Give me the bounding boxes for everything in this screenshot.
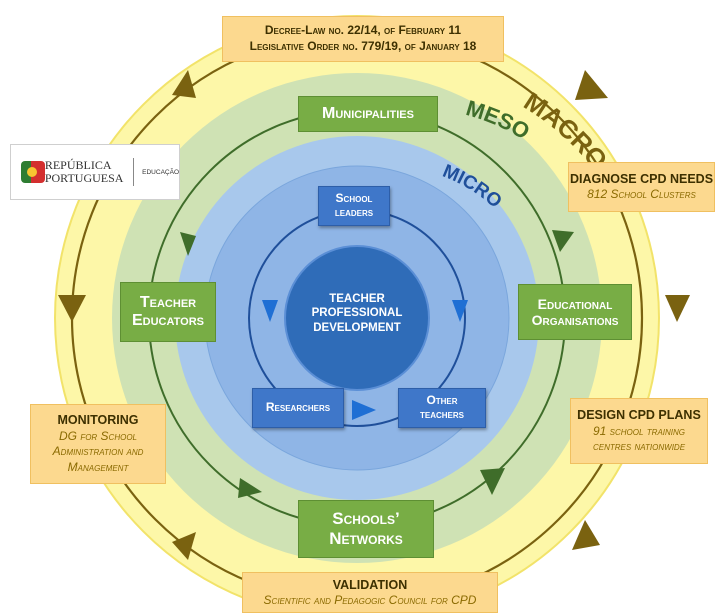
school-leaders-line-1: School [335,191,373,206]
meso-arrow-left [180,232,196,256]
center-line-3: DEVELOPMENT [313,321,401,334]
school-leaders-line-2: leaders [334,205,374,219]
portugal-emblem-icon [21,157,45,187]
validation-title: VALIDATION [332,577,408,592]
design-subtitle-2: centres nationwide [592,439,686,454]
other-teachers-line-1: Other [426,393,458,408]
other-teachers-box: Other teachers [398,388,486,428]
design-title: DESIGN CPD PLANS [577,408,701,423]
meso-arrow-bottom-left [238,478,262,498]
schools-networks-line-1: Schools’ [332,509,400,529]
teacher-educators-box: Teacher Educators [120,282,216,342]
center-circle [284,245,430,391]
micro-arrow-right [452,300,468,322]
design-subtitle-1: 91 school training [592,423,686,438]
monitoring-subtitle-1: DG for School [58,428,137,443]
diagnose-subtitle: 812 School Clusters [587,187,696,202]
micro-arrow-left [262,300,278,322]
macro-arrow-top-right [575,70,608,100]
diagnose-title: DIAGNOSE CPD NEEDS [569,172,714,187]
schools-networks-line-2: Networks [329,529,403,548]
design-box: DESIGN CPD PLANS 91 school training cent… [570,398,708,464]
monitoring-box: MONITORING DG for School Administration … [30,404,166,484]
monitoring-subtitle-3: Management [67,459,129,474]
monitoring-title: MONITORING [57,413,139,428]
educational-organisations-line-2: Organisations [531,312,619,328]
micro-arrow-bottom [352,400,376,420]
logo-line-1: REPÚBLICA [44,157,112,172]
validation-box: VALIDATION Scientific and Pedagogic Coun… [242,572,498,613]
teacher-educators-line-2: Educators [132,312,204,329]
logo-unit: EDUCAÇÃO [142,168,179,176]
macro-arrow-right [665,295,690,322]
macro-arrow-bottom-right [572,520,600,550]
republica-portuguesa-logo: REPÚBLICA PORTUGUESA EDUCAÇÃO [10,144,180,200]
teacher-educators-line-1: Teacher [139,293,197,311]
legislation-line-2: Legislative Order no. 779/19, of January… [249,39,477,53]
macro-arrow-bottom-left [172,532,196,560]
researchers-label: Researchers [265,400,331,415]
meso-arrow-bottom-right [480,468,505,495]
monitoring-subtitle-2: Administration and [52,444,144,459]
logo-line-2: PORTUGUESA [44,171,124,185]
municipalities-box: Municipalities [298,96,438,132]
legislation-line-1: Decree-Law no. 22/14, of February 11 [264,23,462,38]
school-leaders-box: School leaders [318,186,390,226]
macro-arrow-top-left [172,70,196,98]
schools-networks-box: Schools’ Networks [298,500,434,558]
legislation-box: Decree-Law no. 22/14, of February 11 Leg… [222,16,504,62]
center-line-2: PROFESSIONAL [311,307,403,320]
center-line-1: TEACHER [329,293,385,305]
other-teachers-line-2: teachers [419,407,464,421]
validation-subtitle: Scientific and Pedagogic Council for CPD [263,592,477,607]
meso-arrow-right [552,230,574,252]
center-label: TEACHER PROFESSIONAL DEVELOPMENT [300,292,414,335]
diagnose-box: DIAGNOSE CPD NEEDS 812 School Clusters [568,162,715,212]
educational-organisations-line-1: Educational [537,295,613,312]
macro-arrow-left [58,295,86,322]
municipalities-label: Municipalities [322,104,414,122]
researchers-box: Researchers [252,388,344,428]
educational-organisations-box: Educational Organisations [518,284,632,340]
